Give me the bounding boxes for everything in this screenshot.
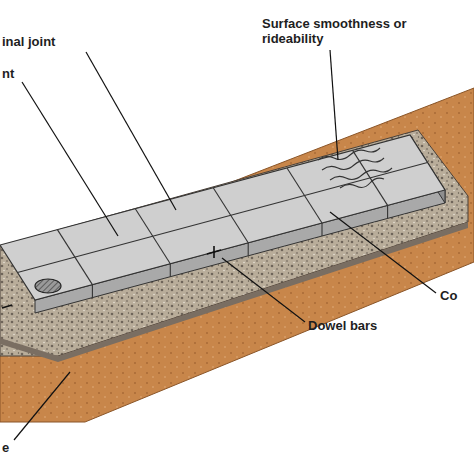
- joint-face-line: [170, 264, 171, 277]
- surface-label: Surface smoothness or rideability: [262, 16, 412, 46]
- roughness-waves: [318, 148, 392, 188]
- base-label: e: [2, 440, 9, 455]
- dowel-label: Dowel bars: [308, 318, 377, 333]
- base-layer: [0, 130, 468, 356]
- dowel-marks: [2, 246, 221, 308]
- subgrade-soil: [0, 88, 474, 422]
- longitudinal-joint: [18, 163, 428, 273]
- joint-face-line: [92, 285, 93, 298]
- slab-top: [0, 135, 445, 300]
- joint-face-line: [321, 223, 322, 236]
- manhole: [35, 279, 61, 293]
- joint-label: nt: [2, 66, 14, 81]
- slab-label: Co: [440, 288, 457, 303]
- joint-label: inal joint: [2, 34, 55, 49]
- joint-face-line: [387, 205, 388, 218]
- leader-lines: [14, 50, 436, 440]
- joint-face-line: [248, 243, 249, 256]
